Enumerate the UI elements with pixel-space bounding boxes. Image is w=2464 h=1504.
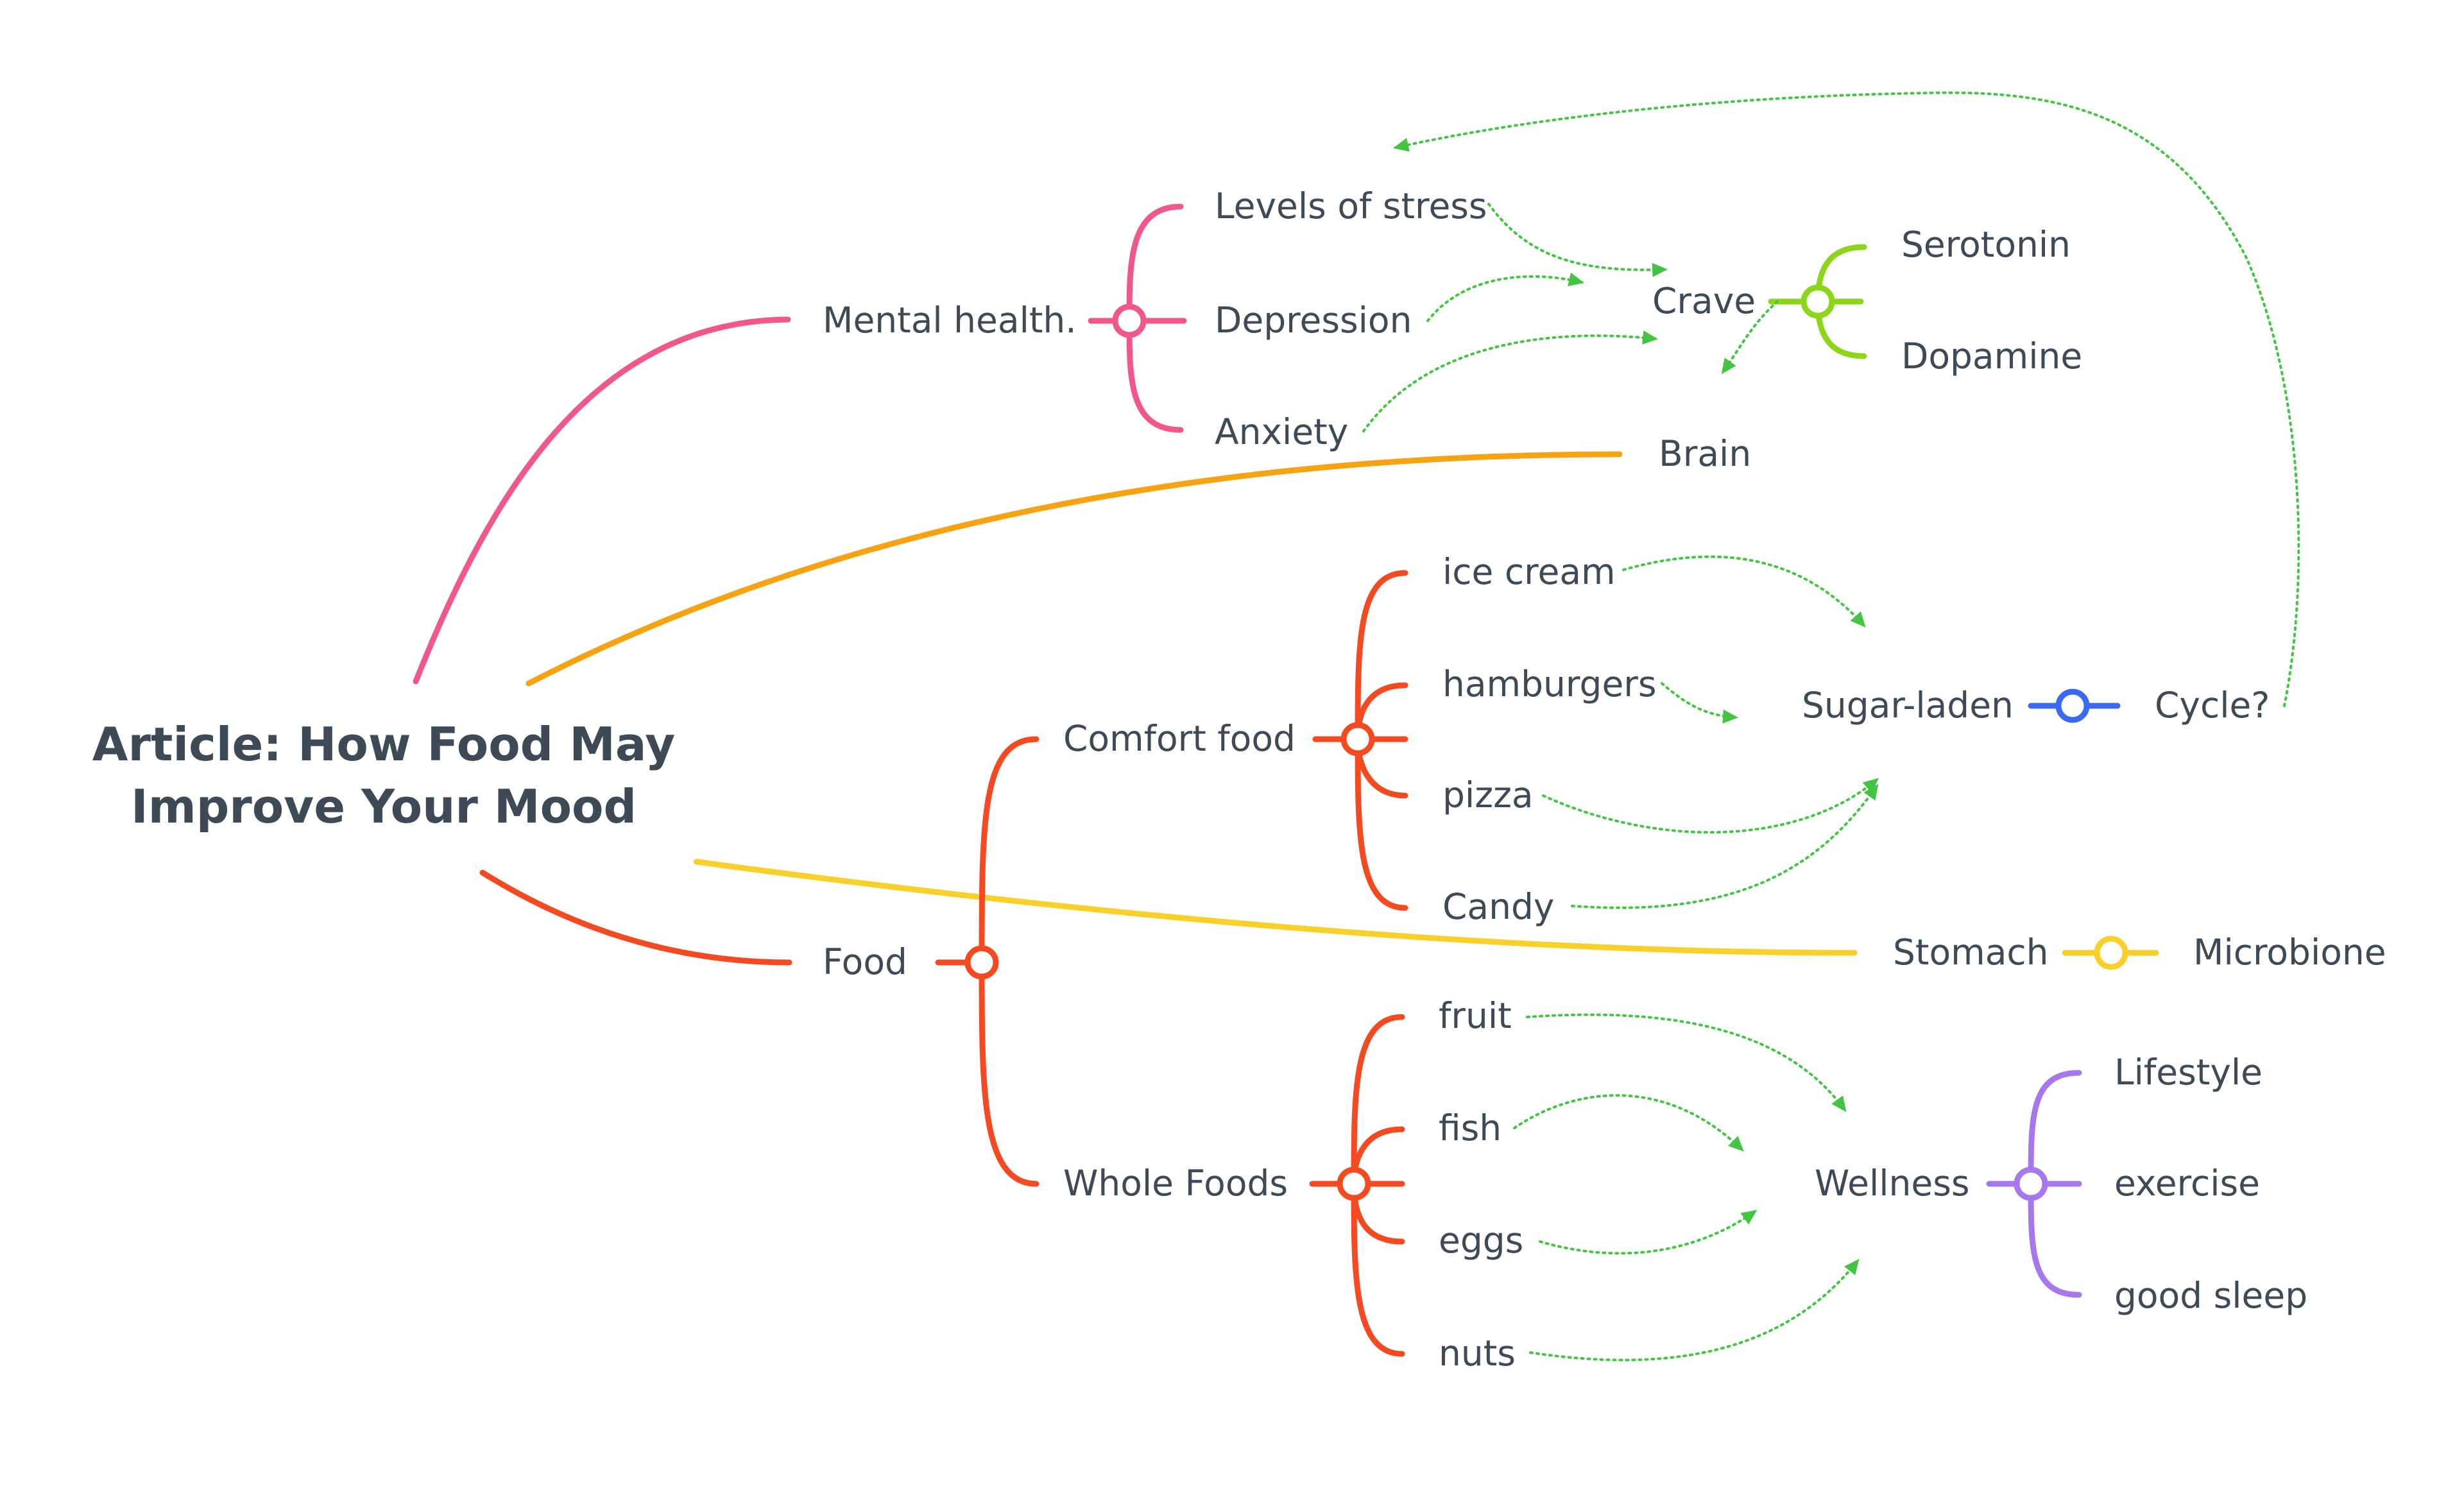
stomach-connectors (2062, 936, 2159, 970)
topic-dopamine[interactable]: Dopamine (1901, 336, 2082, 377)
topic-serotonin[interactable]: Serotonin (1901, 224, 2071, 265)
branch-food (479, 869, 792, 966)
topic-pizza[interactable]: pizza (1442, 774, 1534, 816)
arrow-cycle-to-mental-health (1393, 91, 2300, 707)
topic-stomach[interactable]: Stomach (1893, 932, 2049, 973)
relationship-arrows (1362, 91, 2300, 1362)
arrow-anxiety-to-crave (1362, 330, 1658, 432)
arrow-hamburgers-to-sugar (1661, 682, 1738, 724)
mental-health-connectors (1088, 203, 1187, 433)
topic-levels-of-stress[interactable]: Levels of stress (1215, 185, 1487, 226)
topic-good-sleep[interactable]: good sleep (2114, 1275, 2307, 1316)
topic-ice-cream[interactable]: ice cream (1442, 551, 1616, 592)
topic-eggs[interactable]: eggs (1439, 1220, 1523, 1261)
arrow-eggs-to-wellness (1539, 1209, 1758, 1255)
topic-candy[interactable]: Candy (1442, 886, 1554, 927)
topic-fruit[interactable]: fruit (1439, 995, 1512, 1036)
sugar-connectors (2028, 688, 2121, 723)
comfort-food-connectors (1312, 570, 1408, 911)
root-title-line-1[interactable]: Article: How Food May (92, 717, 675, 771)
topic-hamburgers[interactable]: hamburgers (1442, 663, 1657, 705)
topic-comfort-food[interactable]: Comfort food (1063, 718, 1296, 759)
arrow-pizza-to-sugar (1542, 778, 1879, 834)
topic-mental-health[interactable]: Mental health. (823, 300, 1077, 341)
topic-brain[interactable]: Brain (1659, 433, 1751, 474)
food-connectors (935, 736, 1040, 1187)
topic-food[interactable]: Food (823, 941, 907, 982)
whole-foods-connectors (1309, 1014, 1405, 1357)
topic-crave[interactable]: Crave (1652, 280, 1756, 321)
arrow-stress-to-crave (1487, 203, 1668, 277)
arrow-icecream-to-sugar (1622, 555, 1866, 628)
branch-brain (526, 451, 1623, 687)
topic-cycle[interactable]: Cycle? (2155, 685, 2270, 726)
topic-wellness[interactable]: Wellness (1815, 1163, 1970, 1204)
topic-sugar-laden[interactable]: Sugar-laden (1802, 685, 2014, 726)
root-title-line-2[interactable]: Improve Your Mood (131, 780, 637, 833)
topic-microbione[interactable]: Microbione (2193, 932, 2386, 973)
topic-whole-foods[interactable]: Whole Foods (1063, 1163, 1288, 1204)
arrow-crave-to-crave (1721, 300, 1779, 375)
branch-stomach (693, 859, 1858, 956)
topic-exercise[interactable]: exercise (2114, 1163, 2260, 1204)
crave-connectors (1768, 244, 1867, 359)
arrow-candy-to-sugar (1571, 783, 1879, 909)
topic-lifestyle[interactable]: Lifestyle (2114, 1052, 2263, 1093)
arrow-depression-to-crave (1426, 272, 1584, 322)
wellness-connectors (1986, 1070, 2082, 1298)
topic-depression[interactable]: Depression (1215, 300, 1412, 341)
arrow-fruit-to-wellness (1526, 1013, 1847, 1113)
topic-fish[interactable]: fish (1439, 1107, 1502, 1149)
branch-mental-health (413, 316, 791, 685)
topic-anxiety[interactable]: Anxiety (1215, 411, 1348, 452)
arrow-fish-to-wellness (1513, 1094, 1744, 1152)
topic-nuts[interactable]: nuts (1439, 1333, 1516, 1374)
arrow-nuts-to-wellness (1529, 1258, 1860, 1362)
